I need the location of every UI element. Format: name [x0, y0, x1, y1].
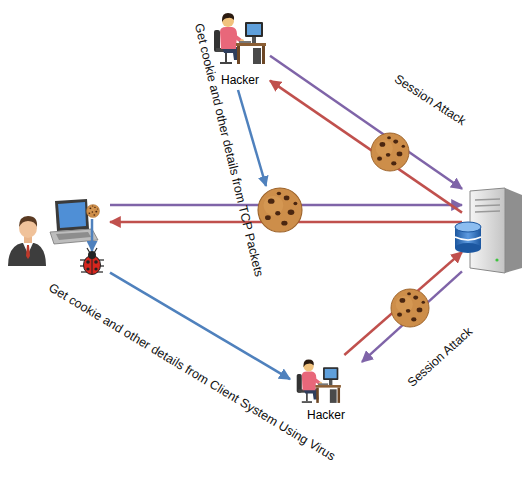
user-icon	[26, 245, 30, 259]
virus-ladybug	[94, 248, 97, 253]
user-icon	[8, 216, 46, 266]
flow-arrow	[270, 56, 462, 189]
cookie-icon	[86, 204, 99, 217]
hacker-node: Hacker	[290, 355, 362, 423]
server-icon	[470, 188, 505, 273]
virus-ladybug	[80, 248, 104, 275]
node-label: Hacker	[307, 408, 345, 423]
virus-ladybug	[88, 251, 96, 259]
server-icon	[475, 211, 500, 212]
cookie-icon	[371, 133, 409, 171]
hacker-node: Hacker	[210, 8, 270, 88]
user-icon	[23, 243, 33, 254]
edge-label: Session Attack	[405, 324, 475, 389]
hacker-icon	[297, 360, 341, 403]
user-icon	[24, 235, 32, 244]
server-icon	[455, 243, 481, 253]
laptop-icon	[58, 202, 86, 228]
server-icon	[455, 237, 481, 240]
laptop-icon	[50, 229, 98, 244]
user-icon	[8, 243, 46, 266]
virus-ladybug	[80, 259, 104, 260]
flow-arrow	[344, 252, 462, 355]
server-icon	[455, 222, 481, 232]
cookie-icon	[258, 188, 302, 232]
virus-ladybug	[94, 260, 98, 264]
edge-label: Session Attack	[392, 72, 468, 128]
laptop-icon	[55, 199, 89, 231]
flow-arrow	[110, 221, 462, 224]
virus-ladybug	[81, 271, 103, 272]
flow-arrow	[110, 273, 290, 379]
server-node	[462, 183, 525, 278]
virus-ladybug	[92, 258, 93, 274]
hacker-icon	[214, 13, 266, 64]
virus-ladybug	[80, 265, 104, 266]
flow-arrow	[110, 204, 462, 207]
edge-label: Get cookie and other details from Client…	[46, 281, 338, 464]
virus-ladybug	[86, 267, 89, 270]
server-icon	[455, 188, 522, 273]
server-icon	[475, 199, 500, 200]
user-icon	[19, 216, 37, 227]
virus-ladybug	[87, 248, 90, 253]
sniff-arrow	[238, 90, 266, 186]
virus-ladybug	[86, 260, 90, 264]
server-icon	[475, 205, 500, 206]
server-icon	[455, 227, 481, 248]
server-icon	[495, 258, 498, 261]
server-icon	[505, 188, 522, 273]
virus-ladybug	[94, 267, 97, 270]
laptop-icon	[56, 232, 91, 240]
laptop-icon	[50, 199, 98, 244]
infection-arrow	[91, 219, 94, 251]
node-label: Hacker	[221, 73, 259, 88]
annotation: Get cookie and other details from TCP Pa…	[192, 22, 266, 278]
client-node	[5, 195, 110, 275]
cookie-icon	[391, 289, 429, 327]
user-icon	[19, 218, 37, 238]
virus-ladybug	[84, 256, 101, 275]
